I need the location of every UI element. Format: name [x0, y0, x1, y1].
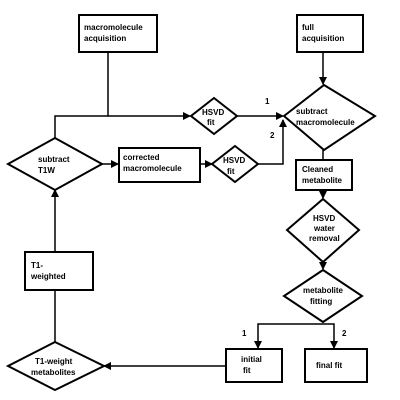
node-macromolecule-acquisition-line-1: macromolecule	[84, 23, 143, 32]
node-t1-weighted: T1- weighted	[24, 251, 94, 291]
node-final-fit: final fit	[304, 348, 368, 383]
node-hsvd-water-removal: HSVD water removal	[285, 197, 361, 264]
node-cleaned-metabolite-line-1: Cleaned	[302, 165, 333, 174]
edge-label-1-initial: 1	[242, 329, 247, 338]
node-hsvd-fit-top-line-1: HSVD	[202, 108, 224, 117]
edge-label-1-top: 1	[265, 97, 270, 106]
edge-label-2-final: 2	[342, 329, 347, 338]
node-metabolite-fitting: metabolite fitting	[282, 268, 364, 324]
edge-label-2-mid: 2	[270, 131, 275, 140]
node-subtract-macromolecule-line-1: subtract	[296, 107, 328, 116]
node-t1-weighted-line-2: weighted	[30, 272, 66, 281]
node-subtract-t1w-line-1: subtract	[38, 155, 70, 164]
node-subtract-macromolecule-line-2: macromolecule	[296, 118, 355, 127]
node-corrected-macromolecule-line-1: corrected	[123, 153, 160, 162]
node-corrected-macromolecule: corrected macromolecule	[118, 147, 201, 183]
node-macromolecule-acquisition: macromolecule acquisition	[78, 14, 158, 53]
node-metabolite-fitting-line-1: metabolite	[303, 286, 344, 295]
node-t1-weight-metabolites-line-1: T1-weight	[35, 357, 73, 366]
node-t1-weighted-line-1: T1-	[31, 261, 43, 270]
node-hsvd-fit-top: HSVD fit	[189, 96, 239, 136]
node-macromolecule-acquisition-line-2: acquisition	[84, 34, 126, 43]
node-hsvd-fit-mid-line-2: fit	[227, 167, 235, 176]
node-t1-weight-metabolites: T1-weight metabolites	[5, 340, 107, 392]
node-hsvd-fit-top-line-2: fit	[207, 118, 215, 127]
node-t1-weight-metabolites-line-2: metabolites	[31, 368, 76, 377]
node-hsvd-water-removal-line-1: HSVD	[313, 214, 335, 223]
node-corrected-macromolecule-line-2: macromolecule	[123, 164, 182, 173]
node-initial-fit-line-2: fit	[243, 366, 251, 375]
node-full-acquisition: full acquisition	[296, 14, 364, 53]
edge-hsvd-mid-to-subtract-macro	[258, 119, 287, 165]
node-subtract-t1w-line-2: T1W	[38, 166, 55, 175]
node-hsvd-fit-mid: HSVD fit	[210, 144, 260, 184]
edge-macro-acq-down	[54, 52, 109, 150]
node-initial-fit: initial fit	[225, 348, 283, 383]
edge-fitting-to-final	[323, 323, 338, 349]
edges	[51, 52, 338, 370]
node-hsvd-fit-mid-line-1: HSVD	[223, 156, 245, 165]
node-final-fit-line-1: final fit	[316, 361, 343, 370]
node-subtract-macromolecule: subtract macromolecule	[282, 83, 377, 152]
node-cleaned-metabolite: Cleaned metabolite	[295, 159, 353, 191]
node-initial-fit-line-1: initial	[241, 355, 262, 364]
node-hsvd-water-removal-line-3: removal	[309, 234, 340, 243]
node-full-acquisition-line-1: full	[302, 23, 314, 32]
node-hsvd-water-removal-line-2: water	[313, 224, 335, 233]
edge-fitting-to-initial	[254, 323, 323, 349]
node-full-acquisition-line-2: acquisition	[302, 34, 344, 43]
node-subtract-t1w: subtract T1W	[5, 136, 105, 192]
node-cleaned-metabolite-line-2: metabolite	[302, 176, 343, 185]
node-metabolite-fitting-line-2: fitting	[310, 297, 332, 306]
